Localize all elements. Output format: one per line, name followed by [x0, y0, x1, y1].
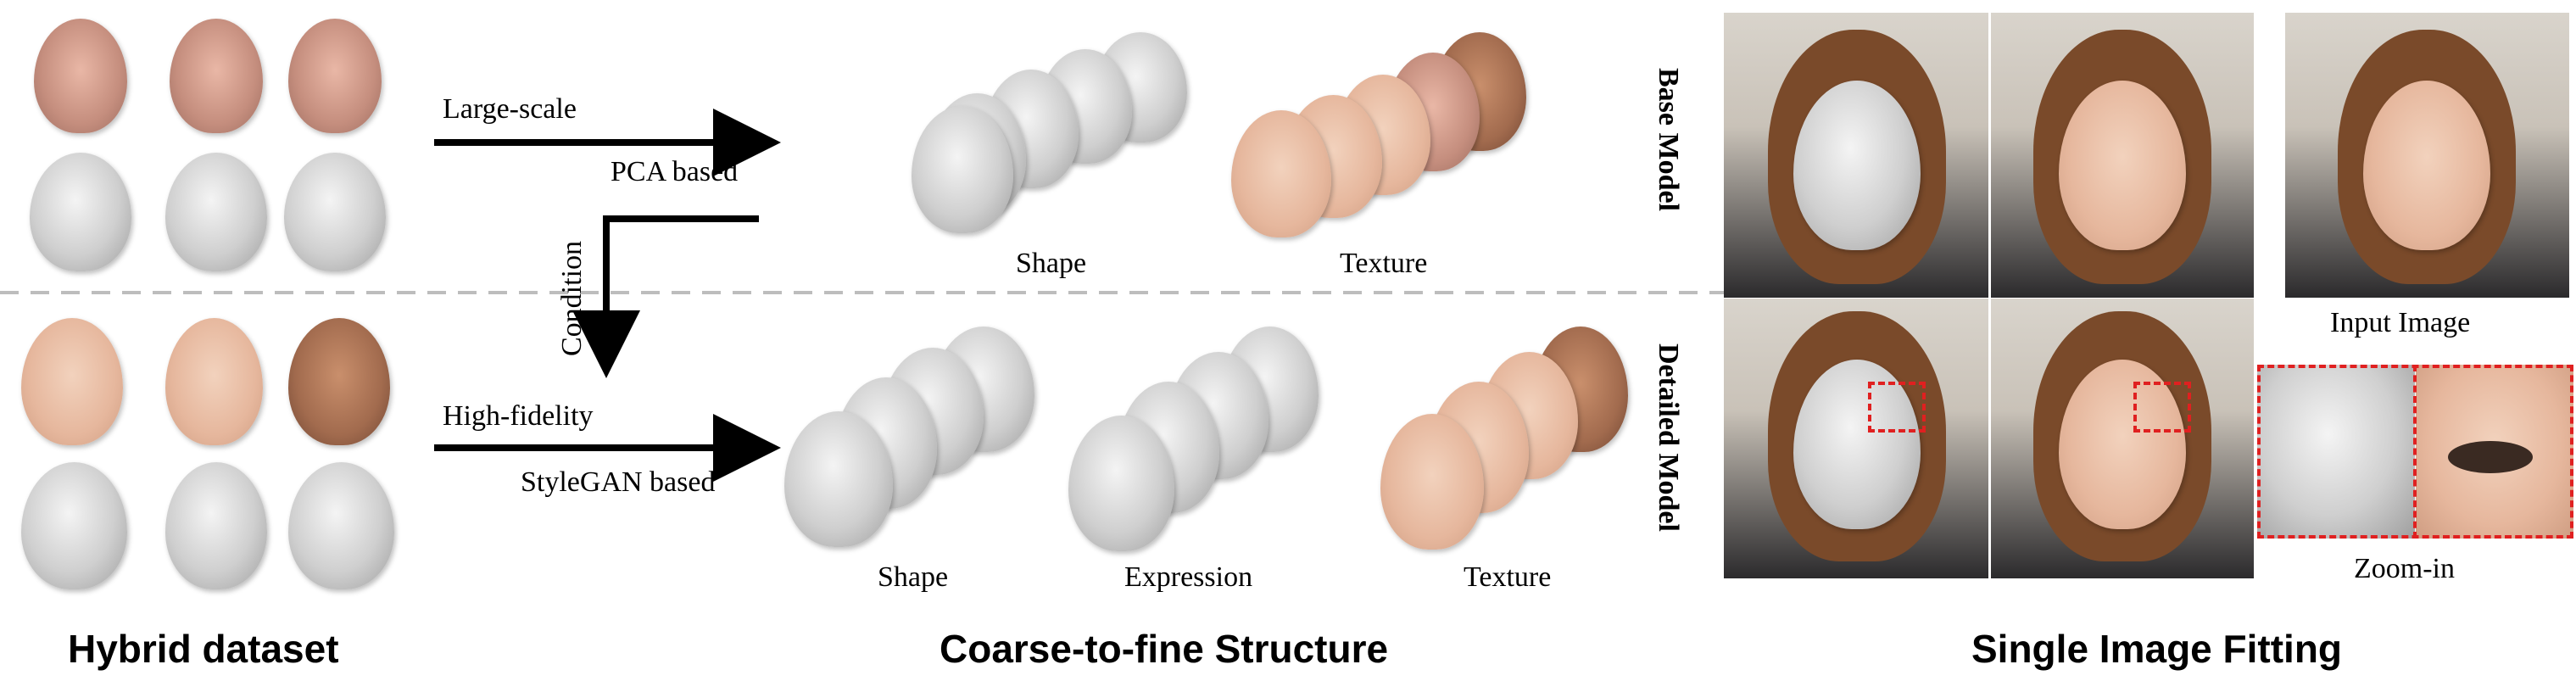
- texture-face: [1380, 414, 1484, 550]
- arrow-condition: [572, 215, 759, 378]
- caption-detail-texture: Texture: [1464, 561, 1552, 593]
- caption-input-image: Input Image: [2330, 307, 2471, 338]
- expression-face: [1068, 416, 1174, 551]
- hq-face-geometry: [288, 462, 394, 589]
- scan-face-geometry: [30, 153, 131, 271]
- row-label-detailed-model: Detailed Model: [1653, 343, 1684, 532]
- section-divider: [0, 291, 1730, 294]
- hq-face-photo: [288, 318, 390, 445]
- section-title-single-image-fitting: Single Image Fitting: [1971, 627, 2343, 671]
- label-high-fidelity: High-fidelity: [443, 400, 594, 432]
- texture-face: [1231, 110, 1331, 237]
- hq-face-geometry: [21, 462, 127, 589]
- zoom-region-marker: [2133, 382, 2191, 433]
- hq-face-photo: [165, 318, 263, 445]
- zoom-geometry-eye: [2257, 365, 2415, 539]
- zoom-in-panel: [2257, 365, 2573, 539]
- scan-face-color: [34, 19, 127, 133]
- caption-zoom-in: Zoom-in: [2354, 553, 2455, 584]
- input-image: [2285, 13, 2569, 298]
- detail-fit-render: [1991, 299, 2254, 578]
- label-pca-based: PCA based: [611, 156, 739, 187]
- scan-face-color: [288, 19, 382, 133]
- scan-face-geometry: [284, 153, 386, 271]
- scan-face-geometry: [165, 153, 267, 271]
- row-label-base-model: Base Model: [1653, 68, 1684, 212]
- zoom-texture-eye: [2416, 365, 2573, 539]
- hq-face-geometry: [165, 462, 267, 589]
- shape-face: [784, 411, 893, 547]
- zoom-region-marker: [1868, 382, 1926, 433]
- label-large-scale: Large-scale: [443, 93, 577, 125]
- scan-face-color: [170, 19, 263, 133]
- caption-base-texture: Texture: [1340, 248, 1428, 279]
- label-stylegan-based: StyleGAN based: [521, 466, 716, 498]
- label-condition: Condition: [556, 241, 588, 357]
- caption-detail-expression: Expression: [1124, 561, 1253, 593]
- section-title-coarse-to-fine: Coarse-to-fine Structure: [940, 627, 1389, 671]
- detail-fit-overlay: [1724, 299, 1988, 578]
- section-title-hybrid-dataset: Hybrid dataset: [68, 627, 339, 671]
- shape-face: [912, 106, 1013, 233]
- hq-face-photo: [21, 318, 123, 445]
- caption-base-shape: Shape: [1016, 248, 1087, 279]
- base-fit-overlay: [1724, 13, 1988, 298]
- base-fit-render: [1991, 13, 2254, 298]
- caption-detail-shape: Shape: [878, 561, 949, 593]
